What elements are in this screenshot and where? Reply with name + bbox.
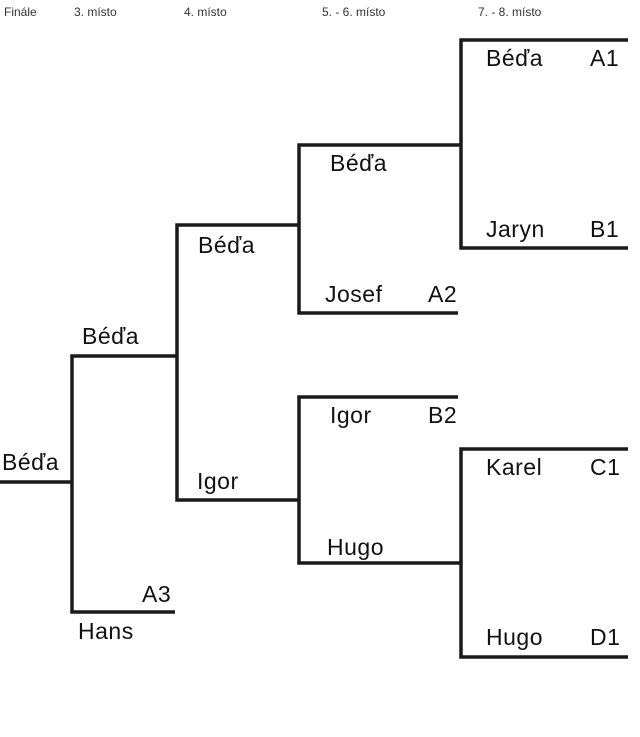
round3-entrant-2-seed: A2 [428, 281, 458, 307]
round3-lower-bracket [297, 395, 461, 565]
round3-entrant-2-name: Josef [325, 281, 383, 307]
semifinal-bracket [70, 354, 177, 614]
header-5th-6th-place: 5. - 6. místo [322, 5, 386, 19]
header-finale: Finále [4, 5, 37, 19]
winner-name: Béďa [2, 449, 60, 475]
round4-entrant-4-seed: D1 [590, 624, 621, 650]
round4-entrant-1-name: Béďa [486, 45, 544, 71]
round4-lower-bracket [459, 447, 628, 659]
round3-entrant-4-name: Hugo [327, 534, 384, 560]
round4-entrant-4-name: Hugo [486, 624, 543, 650]
round4-upper-bracket [459, 38, 628, 250]
round4-entrant-3-seed: C1 [590, 454, 621, 480]
header-7th-8th-place: 7. - 8. místo [478, 5, 542, 19]
round3-entrant-1-name: Béďa [330, 150, 388, 176]
quarterfinal-bracket [175, 223, 299, 502]
header-4th-place: 4. místo [184, 5, 227, 19]
round3-entrant-3-seed: B2 [428, 402, 458, 428]
round3-upper-bracket [297, 143, 461, 315]
semifinal-bottom-seed: A3 [142, 581, 172, 607]
round4-entrant-3-name: Karel [486, 454, 543, 480]
semifinal-bottom-name: Hans [78, 618, 134, 644]
round4-entrant-2-name: Jaryn [486, 216, 545, 242]
header-3rd-place: 3. místo [74, 5, 117, 19]
round3-entrant-3-name: Igor [330, 402, 372, 428]
quarterfinal-bottom-name: Igor [197, 468, 239, 494]
quarterfinal-top-name: Béďa [198, 232, 256, 258]
round4-entrant-2-seed: B1 [590, 216, 620, 242]
semifinal-top-name: Béďa [82, 323, 140, 349]
round4-entrant-1-seed: A1 [590, 45, 620, 71]
